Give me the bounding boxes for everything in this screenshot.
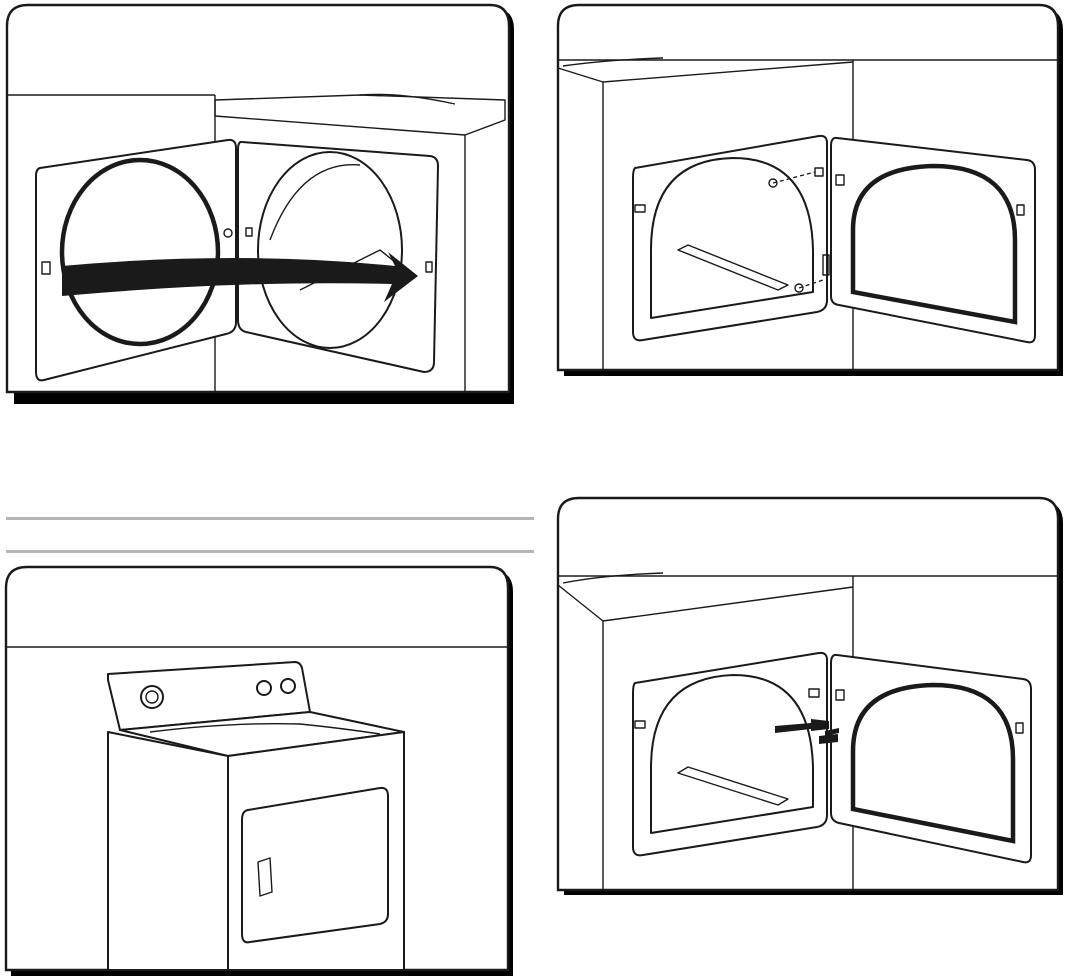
figure-4-panel — [553, 493, 1078, 898]
figure-1-panel — [0, 0, 520, 405]
figure-2-panel — [553, 0, 1078, 380]
figure-3-illustration — [0, 562, 520, 978]
dryer-door — [242, 788, 388, 942]
divider-rule-bottom — [6, 550, 534, 553]
control-knob-2-icon — [281, 679, 295, 693]
timer-knob-icon — [141, 686, 163, 708]
figure-2-illustration — [553, 0, 1078, 380]
figure-1-illustration — [0, 0, 520, 405]
figure-4-illustration — [553, 493, 1078, 898]
divider-rule-top — [6, 517, 534, 520]
control-knob-1-icon — [257, 681, 271, 695]
figure-3-panel — [0, 562, 520, 978]
